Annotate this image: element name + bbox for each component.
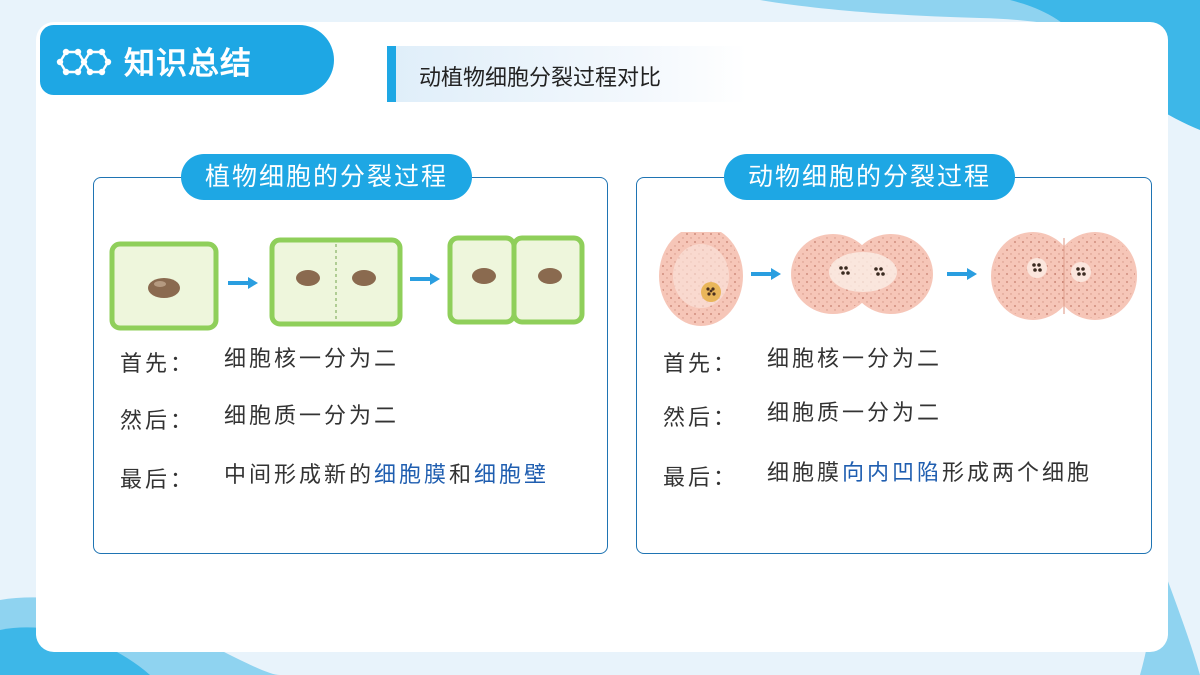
animal-cell-stage-2 <box>791 234 933 314</box>
highlight-term: 细胞壁 <box>474 463 550 488</box>
section-title: 知识总结 <box>124 45 252 82</box>
step-label: 首先： <box>663 352 739 377</box>
step-text: 细胞质一分为二 <box>767 401 943 426</box>
plant-division-diagram <box>109 235 585 331</box>
step-text: 细胞核一分为二 <box>767 347 943 372</box>
plant-panel: 植物细胞的分裂过程 首先： 细胞核一分为二 然后： 细胞质一分为二 <box>93 154 608 554</box>
right-arrow-icon <box>751 268 781 280</box>
molecule-hexagon-icon <box>56 48 112 76</box>
step-label: 然后： <box>663 406 739 431</box>
step-text: 细胞膜向内凹陷形成两个细胞 <box>767 461 1093 486</box>
animal-division-diagram <box>659 232 1137 326</box>
step-label: 首先： <box>120 352 196 377</box>
plant-cell-stage-3 <box>447 235 585 325</box>
animal-panel-title: 动物细胞的分裂过程 <box>724 154 1016 200</box>
step-text: 中间形成新的细胞膜和细胞壁 <box>224 463 550 488</box>
highlight-term: 细胞膜 <box>374 463 450 488</box>
right-arrow-icon <box>228 277 258 289</box>
step-label: 最后： <box>120 468 196 493</box>
plant-cell-stage-1 <box>109 241 219 331</box>
animal-cell-stage-3 <box>991 232 1137 320</box>
plant-cell-stage-2 <box>269 237 403 327</box>
subtitle-box: 动植物细胞分裂过程对比 <box>387 46 747 102</box>
plant-panel-title: 植物细胞的分裂过程 <box>181 154 473 200</box>
animal-panel: 动物细胞的分裂过程 <box>636 154 1152 554</box>
subtitle-text: 动植物细胞分裂过程对比 <box>419 66 662 91</box>
subtitle-accent-bar <box>387 46 396 102</box>
animal-cell-stage-1 <box>659 232 743 326</box>
right-arrow-icon <box>947 268 977 280</box>
step-label: 然后： <box>120 409 196 434</box>
highlight-term: 向内凹陷 <box>842 461 943 486</box>
section-badge: 知识总结 <box>40 25 334 95</box>
step-label: 最后： <box>663 466 739 491</box>
step-text: 细胞质一分为二 <box>224 404 400 429</box>
step-text: 细胞核一分为二 <box>224 347 400 372</box>
right-arrow-icon <box>410 273 440 285</box>
